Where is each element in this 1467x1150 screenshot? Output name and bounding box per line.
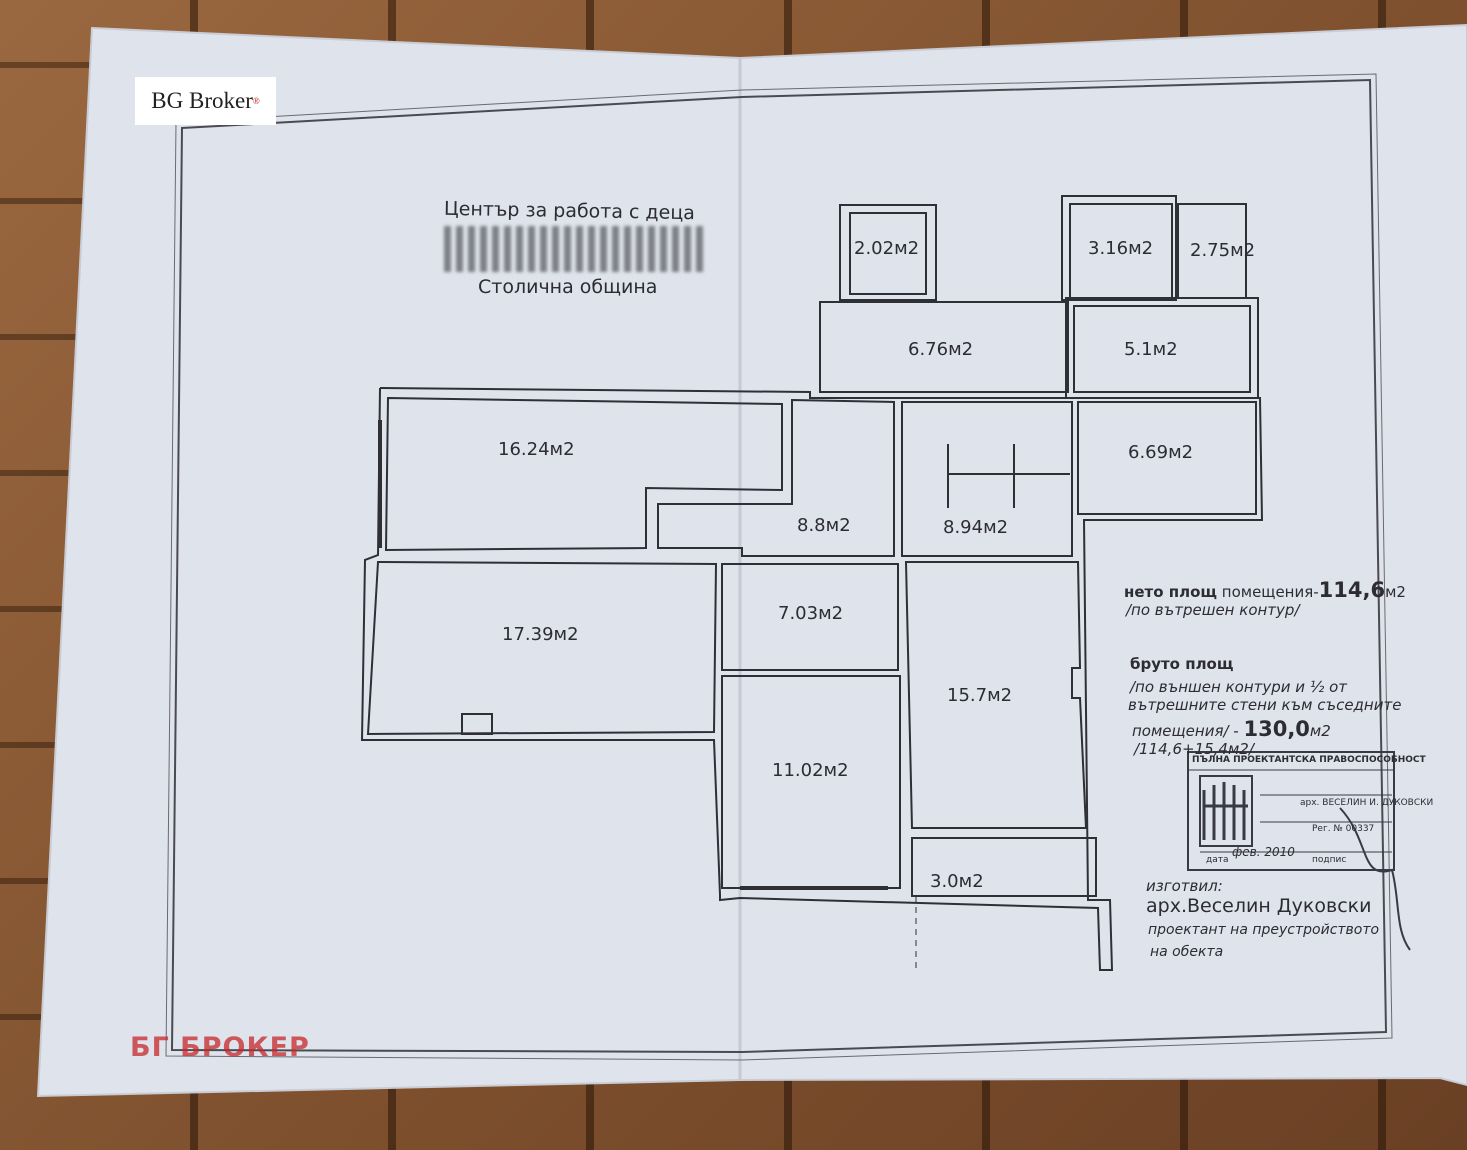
room-label-r10: 17.39м2 [502, 624, 579, 645]
room-outline-r6 [384, 396, 783, 552]
room-outline-r2 [1061, 195, 1177, 301]
bg-broker-logo: BG Broker® [135, 77, 276, 125]
stamp-date-value: фев. 2010 [1232, 845, 1295, 859]
room-outline-r10 [366, 560, 718, 736]
room-outline-r8 [657, 398, 895, 557]
room-label-r3: 2.75м2 [1190, 240, 1256, 261]
header-line-3: Столична община [478, 276, 658, 298]
stamp-reg: Рег. № 00337 [1312, 824, 1375, 834]
author-role-2: на обекта [1150, 944, 1224, 960]
room-outline-r11 [721, 563, 899, 671]
net-area-sub: /по вътрешен контур/ [1126, 601, 1300, 619]
logo-text: BG Broker [151, 88, 253, 113]
gross-area-label: бруто площ [1130, 655, 1234, 673]
drawing-border [170, 78, 1388, 1054]
gross-area-line-2: вътрешните стени към съседните [1128, 696, 1402, 714]
room-outline-r9 [901, 401, 1073, 557]
net-area-label: нето площ [1124, 583, 1217, 601]
gross-area-unit: м2 [1309, 722, 1331, 740]
room-label-r14: 3.0м2 [930, 871, 984, 892]
gross-area-line-3-text: помещения/ - [1132, 722, 1239, 740]
paper-sheet [36, 23, 1467, 1098]
room-label-r5: 5.1м2 [1124, 339, 1178, 360]
stamp-architect: арх. ВЕСЕЛИН И. ДУКОВСКИ [1300, 798, 1434, 808]
logo-trademark: ® [252, 96, 260, 106]
gross-area-line-3: помещения/ - 130,0м2 [1132, 717, 1331, 741]
net-area-line: нето площ помещения-114,6м2 [1124, 578, 1406, 602]
room-outline-r7 [1077, 401, 1257, 515]
stamp-date-label: дата [1206, 855, 1229, 865]
gross-area-calc: /114,6+15,4м2/ [1134, 740, 1254, 758]
header-line-1: Център за работа с деца [443, 197, 696, 225]
author-name: арх.Веселин Дуковски [1146, 895, 1372, 917]
stamp-logo [1199, 775, 1253, 847]
room-label-r12: 15.7м2 [947, 685, 1013, 706]
net-area-unit: м2 [1385, 583, 1406, 601]
room-label-r4: 6.76м2 [908, 339, 974, 360]
gross-area-value: 130,0 [1243, 717, 1310, 741]
room-label-r6: 16.24м2 [498, 439, 575, 460]
room-outline-r12 [904, 561, 1088, 829]
drawing-border-outer [165, 73, 1393, 1061]
room-outline-r4 [819, 301, 1069, 393]
plan-walls [360, 195, 1264, 971]
room-label-r1: 2.02м2 [854, 238, 920, 259]
room-outline-r14 [911, 837, 1097, 897]
net-area-value: 114,6 [1318, 578, 1386, 602]
room-label-r9: 8.94м2 [943, 517, 1009, 538]
author-prepared: изготвил: [1146, 877, 1223, 895]
author-role-1: проектант на преустройството [1148, 922, 1380, 938]
room-label-r13: 11.02м2 [772, 760, 849, 781]
room-outline-r5 [1073, 305, 1251, 393]
room-label-r7: 6.69м2 [1128, 442, 1194, 463]
room-outline-r1 [839, 204, 937, 301]
room-label-r8: 8.8м2 [797, 515, 851, 536]
gross-area-line-1: /по външен контури и ½ от [1130, 678, 1348, 696]
stamp-top-text: ПЪЛНА ПРОЕКТАНТСКА ПРАВОСПОСОБНОСТ [1192, 755, 1426, 765]
stamp-sign-label: подпис [1312, 855, 1347, 865]
redacted-address [444, 226, 706, 272]
signature-scribble [1339, 807, 1411, 951]
architect-stamp [1187, 751, 1411, 951]
room-label-r11: 7.03м2 [778, 603, 844, 624]
watermark: БГ БРОКЕР [130, 1032, 310, 1063]
net-area-label-rest: помещения- [1221, 583, 1319, 601]
room-label-r2: 3.16м2 [1088, 238, 1154, 259]
